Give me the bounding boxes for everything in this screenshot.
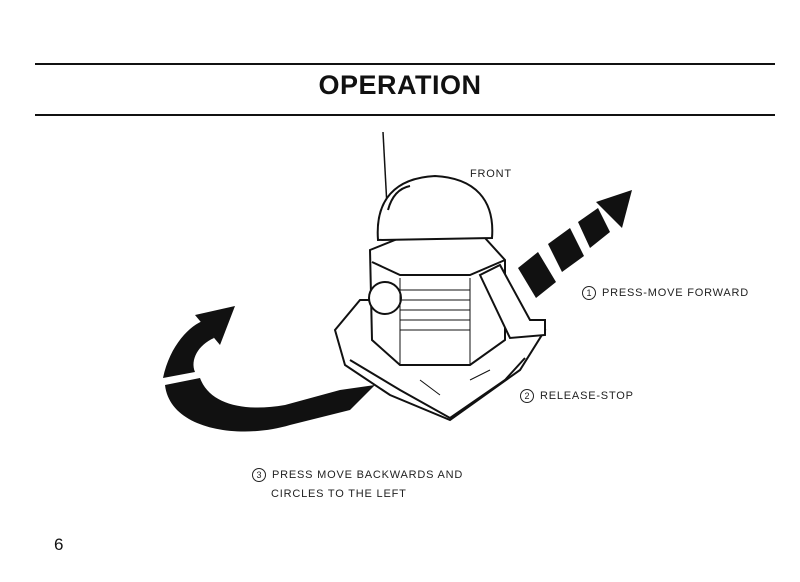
step-number-badge: 3 <box>252 468 266 482</box>
step-number-badge: 1 <box>582 286 596 300</box>
step-1-label: 1 PRESS-MOVE FORWARD <box>582 286 749 300</box>
forward-arrow-icon <box>518 190 632 298</box>
step-2-label: 2 RELEASE-STOP <box>520 389 634 403</box>
step-3-label: 3 PRESS MOVE BACKWARDS AND <box>252 468 463 482</box>
step-1-text: PRESS-MOVE FORWARD <box>602 287 750 299</box>
title-underline-rule <box>35 114 775 116</box>
step-3-text-line2: CIRCLES TO THE LEFT <box>271 488 407 500</box>
backward-curve-arrow-icon <box>163 306 375 432</box>
step-2-text: RELEASE-STOP <box>540 390 634 402</box>
page-number: 6 <box>54 535 64 554</box>
page-title: OPERATION <box>318 70 482 100</box>
top-rule <box>35 63 775 65</box>
robot-icon <box>333 174 547 422</box>
step-3-text: PRESS MOVE BACKWARDS AND <box>272 469 464 481</box>
step-number-badge: 2 <box>520 389 534 403</box>
front-label: FRONT <box>470 168 512 180</box>
